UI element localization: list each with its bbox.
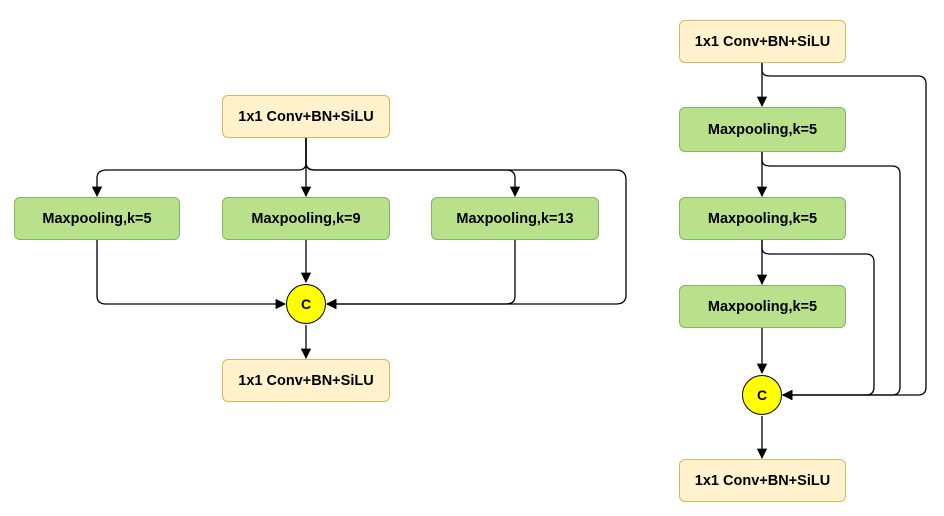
right-maxpool-stage2-block: Maxpooling,k=5 [679, 197, 846, 240]
edge-left-input-skip [305, 138, 627, 310]
edge-left-input-to-pool-k5 [91, 138, 307, 198]
edge-right-input-skip [761, 62, 927, 401]
right-concat-node: C [742, 375, 782, 415]
left-maxpool-k13-block: Maxpooling,k=13 [431, 197, 599, 240]
left-maxpool-k5-block: Maxpooling,k=5 [14, 197, 180, 240]
edge-left-pool-k13-to-concat [325, 240, 516, 310]
right-input-conv-block: 1x1 Conv+BN+SiLU [679, 20, 846, 63]
left-maxpool-k9-block: Maxpooling,k=9 [222, 197, 390, 240]
edge-left-input-to-pool-k13 [305, 138, 521, 198]
left-output-conv-block: 1x1 Conv+BN+SiLU [222, 359, 390, 402]
left-concat-node: C [286, 284, 326, 324]
right-output-conv-block: 1x1 Conv+BN+SiLU [679, 459, 846, 502]
right-maxpool-stage1-block: Maxpooling,k=5 [679, 107, 846, 152]
edge-right-pool1-skip [761, 152, 901, 401]
left-input-conv-block: 1x1 Conv+BN+SiLU [222, 95, 390, 138]
edge-right-pool2-skip [761, 240, 875, 401]
edge-left-pool-k5-to-concat [96, 240, 287, 310]
right-maxpool-stage3-block: Maxpooling,k=5 [679, 285, 846, 328]
